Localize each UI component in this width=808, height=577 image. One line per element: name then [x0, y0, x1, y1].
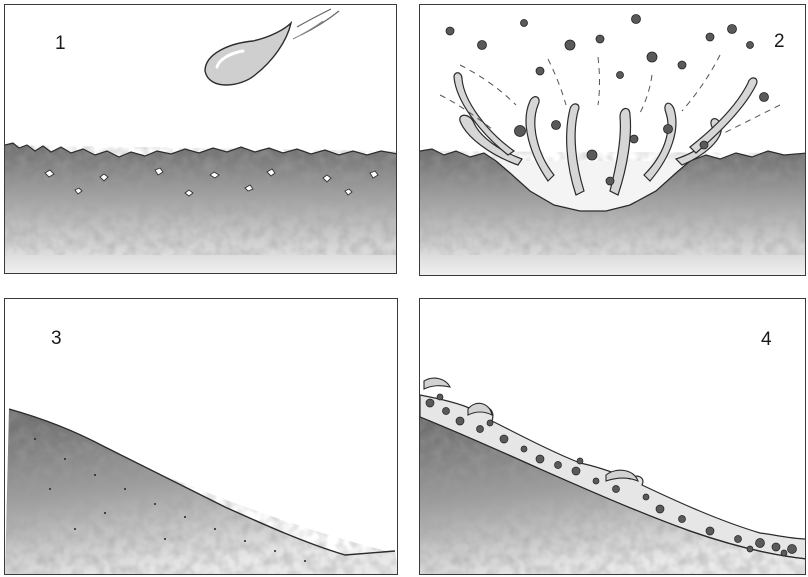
panel-3-illustration — [5, 299, 398, 575]
panel-3: 3 — [4, 298, 398, 575]
panel-2-illustration — [420, 5, 806, 276]
soil-texture — [5, 145, 397, 255]
panel-4-illustration — [420, 299, 806, 575]
panel-2: 2 — [419, 4, 806, 276]
panel-4: 4 — [419, 298, 806, 575]
soil-texture — [5, 409, 398, 575]
panel-number: 4 — [761, 329, 772, 351]
raindrop — [205, 9, 339, 85]
panel-1: 1 — [4, 4, 397, 274]
panel-number: 1 — [55, 33, 66, 55]
motion-streaks — [440, 55, 780, 135]
panel-number: 3 — [51, 328, 62, 350]
panel-number: 2 — [774, 31, 785, 53]
